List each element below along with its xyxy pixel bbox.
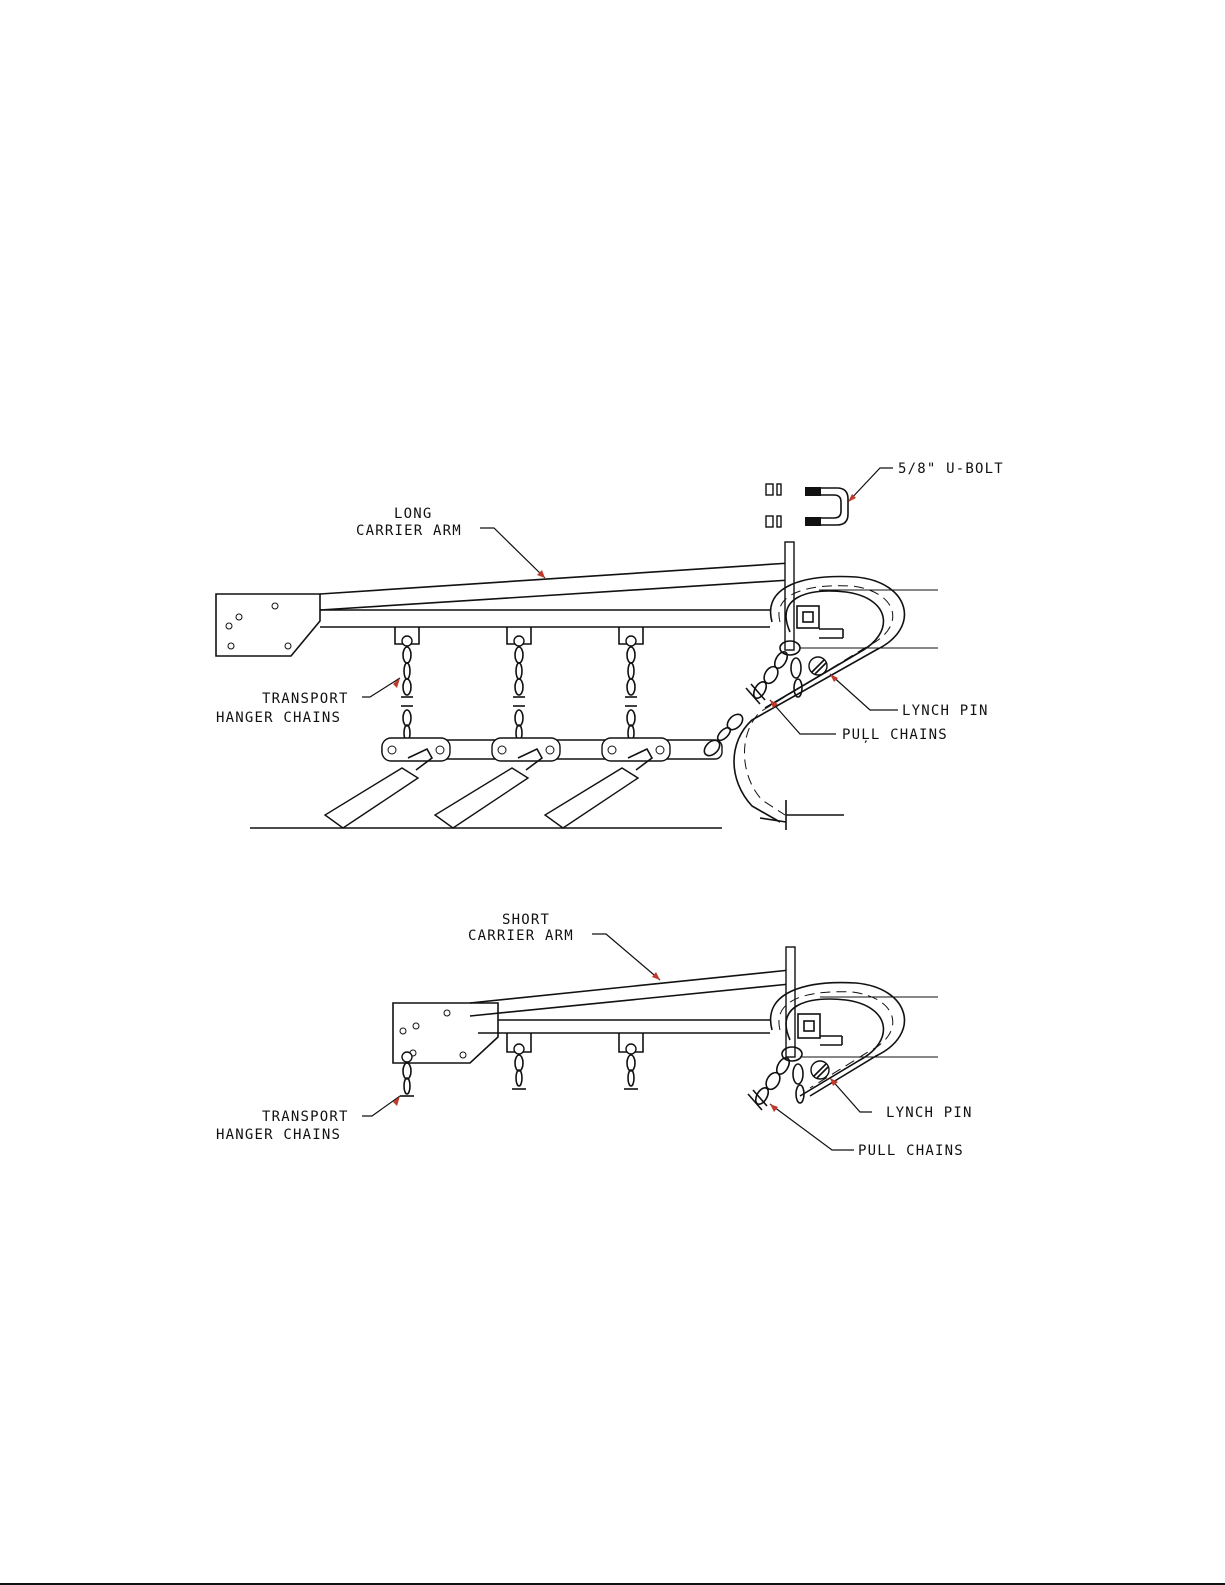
short-carrier-arm-label-2: CARRIER ARM <box>468 928 574 944</box>
short-carrier-arm-view <box>393 947 938 1110</box>
lynch-pin-top <box>809 657 827 675</box>
transport-hanger-chains-top <box>401 636 637 741</box>
long-carrier-arm-label-1: LONG <box>394 506 433 522</box>
long-carrier-arm-view <box>216 484 938 830</box>
u-bolt <box>766 484 848 527</box>
pull-chains-label-top: PUĻL CHAINS <box>842 727 948 743</box>
short-carrier-arm-label-1: SHORT <box>502 912 550 928</box>
transport-hanger-chains-bottom <box>400 1044 638 1096</box>
pull-chains-label-bottom: PULL CHAINS <box>858 1143 964 1159</box>
lynch-pin-bottom <box>811 1061 829 1079</box>
transport-hanger-chains-label-bottom-2: HANGER CHAINS <box>216 1127 341 1143</box>
transport-hanger-chains-label-bottom-1: TRANSPORT <box>262 1109 349 1125</box>
transport-hanger-chains-label-top-2: HANGER CHAINS <box>216 710 341 726</box>
u-bolt-label: 5/8" U-BOLT <box>898 461 1004 477</box>
harrow-tines <box>325 749 652 828</box>
transport-hanger-chains-label-top-1: TRANSPORT <box>262 691 349 707</box>
long-carrier-arm-label-2: CARRIER ARM <box>356 523 462 539</box>
lynch-pin-label-bottom: LYNCH PIN <box>886 1105 973 1121</box>
lynch-pin-label-top: LYNCH PIN <box>902 703 989 719</box>
